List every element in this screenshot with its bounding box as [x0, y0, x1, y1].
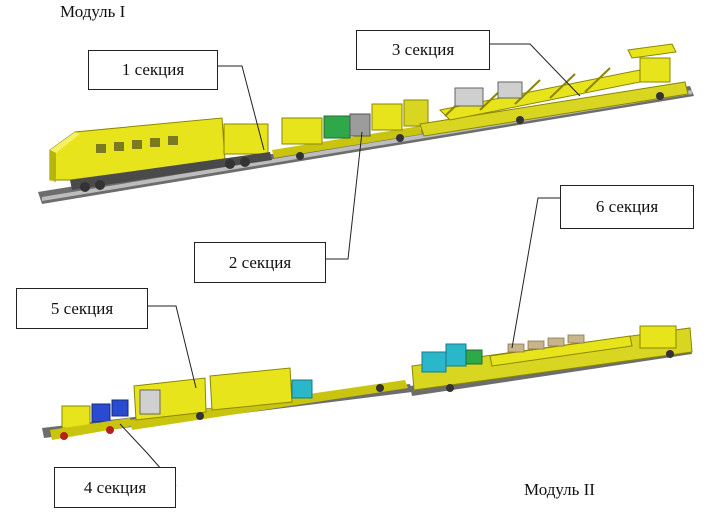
section-6-label: 6 секция	[560, 185, 694, 229]
section-6-car	[411, 325, 693, 392]
leader-section-6	[511, 197, 560, 349]
module-2-caption: Модуль II	[524, 480, 595, 499]
section-5-label: 5 секция	[16, 288, 148, 329]
section-5-car	[130, 367, 408, 430]
section-3-label: 3 секция	[356, 30, 490, 70]
section-1-car	[49, 117, 272, 192]
section-2-car	[272, 99, 429, 160]
section-1-label: 1 секция	[88, 50, 218, 90]
section-2-label: 2 секция	[194, 242, 326, 283]
leader-section-5	[148, 305, 197, 389]
section-3-car	[419, 43, 689, 137]
section-4-label: 4 секция	[54, 467, 176, 508]
module-1-caption: Модуль I	[60, 2, 126, 21]
module-2-left-train	[42, 367, 412, 440]
module-2-right-train	[410, 325, 693, 396]
module-1-train	[38, 43, 694, 204]
leader-section-1	[218, 65, 265, 151]
leader-section-2	[326, 131, 363, 260]
leader-section-3	[490, 43, 581, 97]
section-4-car	[50, 399, 132, 440]
